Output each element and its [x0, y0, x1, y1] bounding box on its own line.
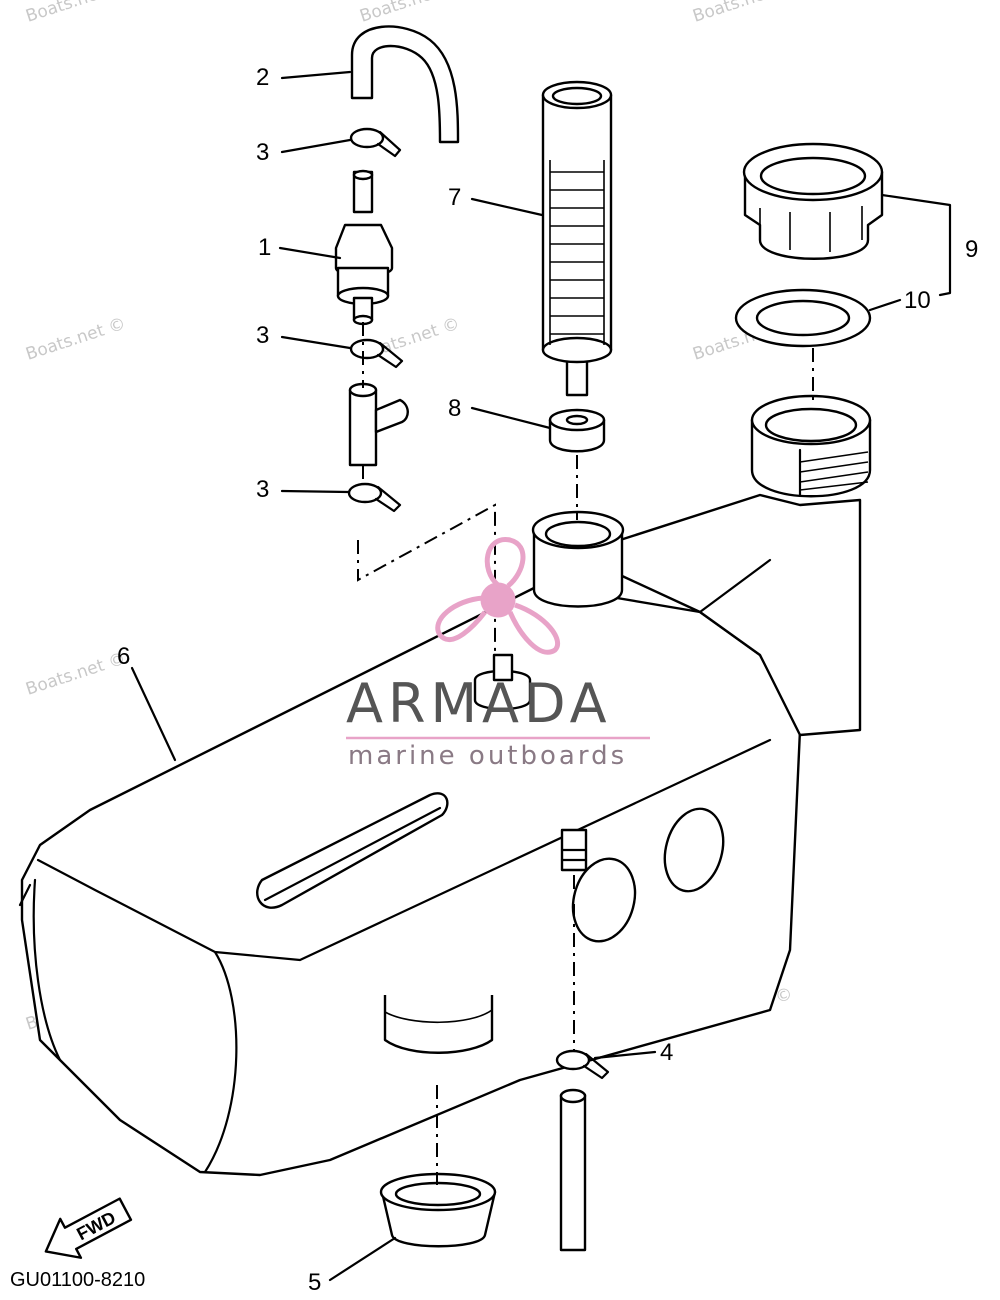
callout-2: 2	[256, 64, 269, 91]
callout-3: 3	[256, 322, 269, 349]
watermark: Boats.net ©	[357, 0, 462, 27]
gasket	[734, 288, 872, 348]
hose-clip-lower	[347, 482, 402, 513]
fwd-arrow: FWD	[44, 1197, 133, 1259]
brand-name: ARMADA	[346, 672, 612, 735]
callout-5: 5	[308, 1269, 321, 1296]
watermark: Boats.net ©	[23, 649, 128, 700]
propeller-logo-icon	[435, 537, 560, 655]
brand-tagline: marine outboards	[348, 741, 627, 771]
callout-3: 3	[256, 476, 269, 503]
callout-6: 6	[117, 643, 130, 670]
grommet	[548, 408, 606, 453]
watermark: Boats.net ©	[23, 0, 128, 27]
hose-clip-middle	[349, 338, 404, 369]
hose-clip-upper	[349, 127, 402, 158]
callout-10: 10	[904, 287, 931, 314]
fuel-cap	[742, 142, 884, 260]
fuel-filter	[334, 169, 394, 326]
fuel-tank	[18, 394, 872, 1177]
brand-logo: ARMADA marine outboards	[346, 537, 650, 771]
lower-hose	[559, 1088, 587, 1252]
callout-7: 7	[448, 184, 461, 211]
watermark: Boats.net ©	[23, 314, 128, 365]
hose-clip-bottom	[555, 1049, 610, 1080]
callout-9: 9	[965, 236, 978, 263]
callout-8: 8	[448, 395, 461, 422]
callout-3: 3	[256, 139, 269, 166]
leader-lines	[130, 70, 952, 1282]
callouts: 2 3 1 3 3 7 8 9 10 6 4 5	[117, 64, 978, 1296]
strainer	[541, 80, 613, 397]
callout-1: 1	[258, 234, 271, 261]
figure-code: GU01100-8210	[10, 1269, 145, 1291]
watermark: Boats.net ©	[690, 0, 795, 27]
hose-part-2	[350, 25, 460, 144]
joint-tube	[348, 382, 409, 467]
callout-4: 4	[660, 1039, 673, 1066]
drain-cap	[379, 1172, 497, 1248]
